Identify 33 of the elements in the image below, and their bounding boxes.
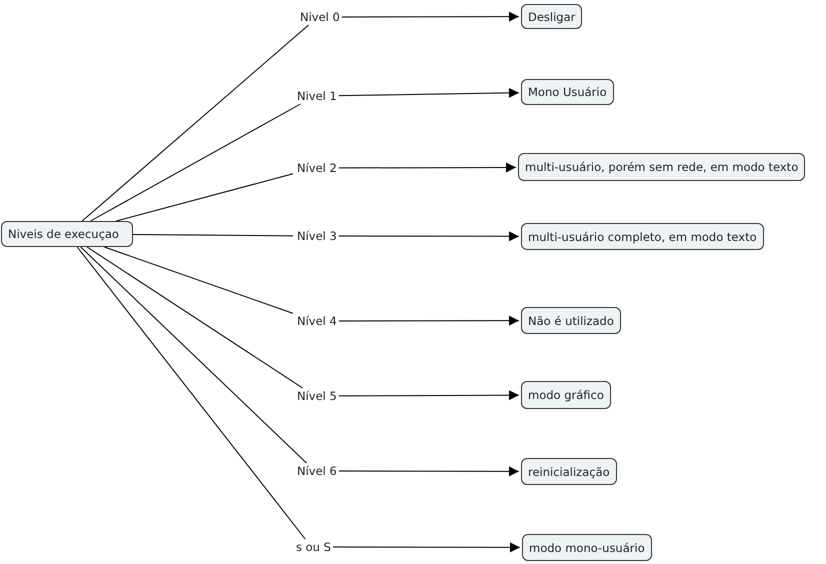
arrow: [338, 88, 520, 98]
arrow: [332, 542, 520, 552]
concept-box: Niveis de execuçao: [1, 221, 133, 247]
arrow: [341, 12, 520, 22]
concept-box: reinicialização: [521, 458, 617, 485]
concept-box: multi-usuário, porém sem rede, em modo texto: [518, 153, 806, 181]
concept-box: modo gráfico: [521, 381, 611, 409]
connector-line: [104, 246, 294, 314]
concept-box: modo mono-usuário: [522, 534, 652, 561]
linking-phrase: Nivel 1: [295, 88, 339, 104]
connector-line: [90, 104, 301, 222]
concept-box: Não é utilizado: [521, 307, 621, 334]
linking-phrase: Nível 4: [295, 313, 339, 329]
linking-phrase: s ou S: [294, 539, 333, 555]
arrow: [338, 162, 516, 172]
arrow: [338, 466, 520, 476]
concept-box: multi-usuário completo, em modo texto: [521, 223, 764, 250]
linking-phrase: Nivel 0: [298, 9, 342, 25]
linking-phrase: Nível 2: [295, 160, 339, 176]
arrow: [338, 390, 520, 400]
concept-box: Mono Usuário: [521, 79, 614, 105]
connector-line: [116, 173, 294, 222]
connector-line: [82, 24, 310, 222]
linking-phrase: Nível 6: [295, 463, 339, 479]
connector-line: [80, 246, 307, 464]
connector-line: [76, 246, 306, 540]
arrow: [338, 316, 520, 326]
linking-phrase: Nível 5: [295, 388, 339, 404]
concept-box: Desligar: [521, 4, 582, 29]
linking-phrase: Nível 3: [295, 228, 339, 244]
connector-line: [132, 234, 294, 236]
connector-line: [86, 246, 304, 388]
arrow: [338, 231, 520, 242]
